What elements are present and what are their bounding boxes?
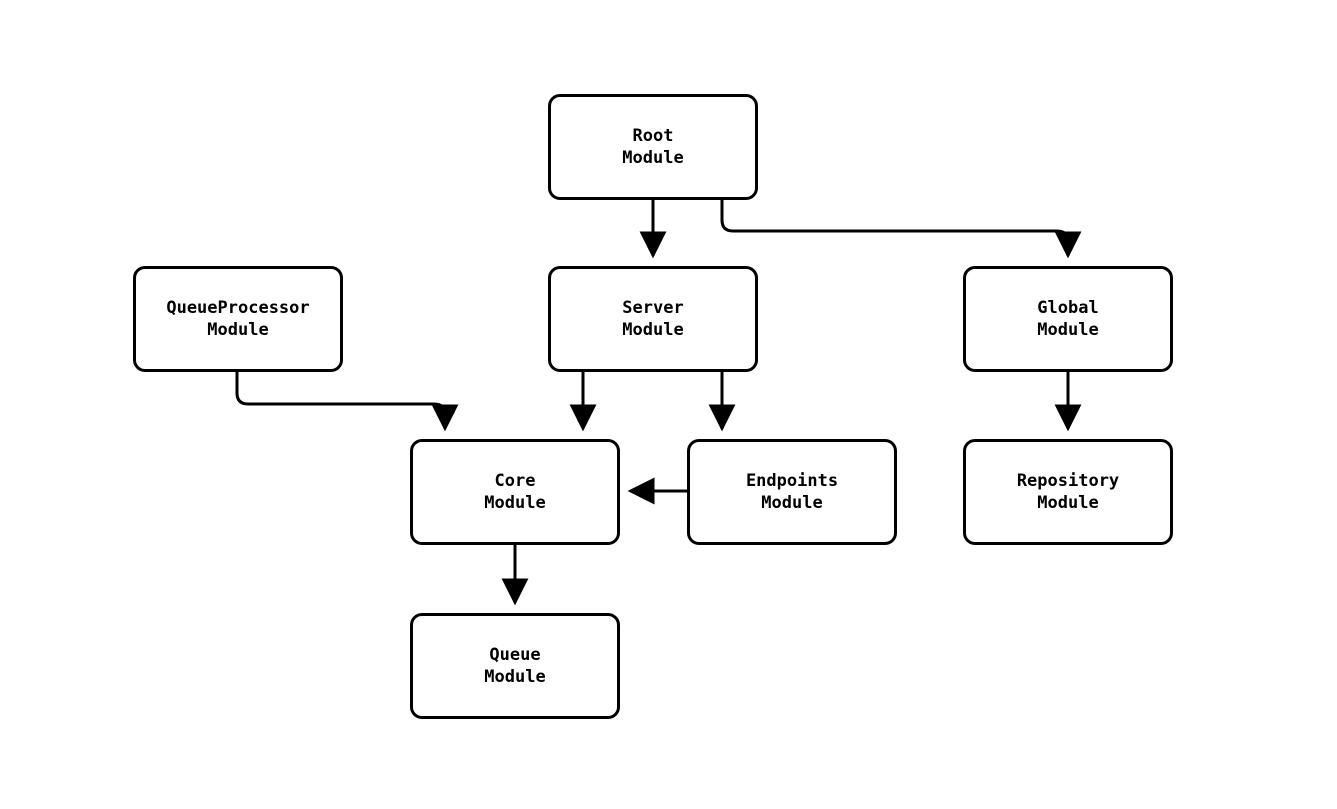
node-queue-label-line1: Queue [489, 645, 541, 665]
node-repository[interactable]: Repository Module [963, 439, 1173, 545]
node-root[interactable]: Root Module [548, 94, 758, 200]
node-repository-label-line2: Module [1037, 493, 1099, 513]
node-queue-label-line2: Module [484, 667, 546, 687]
edge-queueprocessor-to-core [235, 372, 459, 432]
node-core-label-line2: Module [484, 493, 546, 513]
node-global-label-line2: Module [1037, 320, 1099, 340]
node-endpoints[interactable]: Endpoints Module [687, 439, 897, 545]
node-root-label-line1: Root [632, 126, 674, 146]
node-core-label-line1: Core [494, 471, 536, 491]
node-queue[interactable]: Queue Module [410, 613, 620, 719]
node-endpoints-label-line2: Module [761, 493, 823, 513]
node-repository-label-line1: Repository [1016, 471, 1120, 491]
node-global-label-line1: Global [1037, 298, 1099, 318]
node-root-label-line2: Module [622, 148, 684, 168]
node-queueprocessor-label-line2: Module [207, 320, 269, 340]
node-server-label-line1: Server [622, 298, 684, 318]
node-queueprocessor-label-line1: QueueProcessor [166, 298, 310, 318]
node-queueprocessor[interactable]: QueueProcessor Module [133, 266, 343, 372]
node-server[interactable]: Server Module [548, 266, 758, 372]
node-global[interactable]: Global Module [963, 266, 1173, 372]
edge-root-to-global [720, 200, 1082, 259]
node-endpoints-label-line1: Endpoints [745, 471, 839, 491]
node-core[interactable]: Core Module [410, 439, 620, 545]
node-server-label-line2: Module [622, 320, 684, 340]
